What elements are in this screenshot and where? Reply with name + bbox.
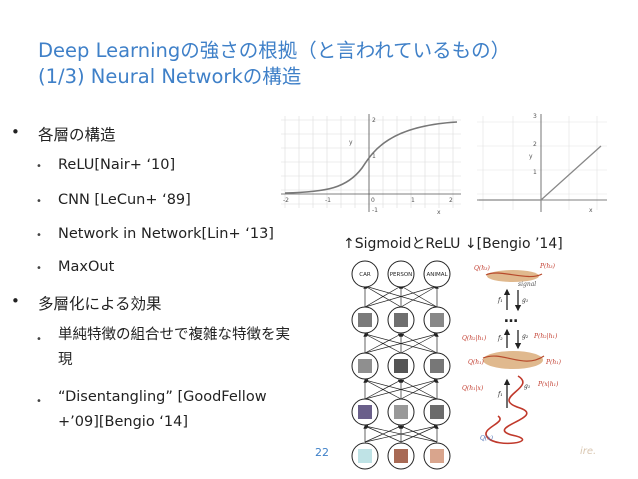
sigmoid-graph: -2 -1 0 1 2 2 1 -1 y x bbox=[277, 108, 463, 218]
label-q-x: Q(x) bbox=[480, 435, 494, 442]
sigmoid-xtick: 0 bbox=[371, 197, 375, 204]
label-p-h3: P(h₃) bbox=[539, 263, 556, 270]
bullet-multilayer: 多層化による効果 bbox=[11, 292, 161, 314]
page-number: 22 bbox=[315, 446, 329, 459]
label-g2: g₂ bbox=[522, 333, 529, 340]
sigmoid-ylabel: y bbox=[349, 139, 353, 146]
label-q-h2-h1: Q(h₂|h₁) bbox=[462, 335, 487, 342]
sigmoid-xlabel: x bbox=[437, 209, 441, 216]
bullet-nin: Network in Network[Lin+ ‘13] bbox=[36, 226, 274, 242]
relu-graph: 3 2 1 y x bbox=[471, 108, 611, 218]
label-g1: g₁ bbox=[522, 297, 528, 304]
label-q-h3: Q(h₃) bbox=[474, 265, 491, 272]
sigmoid-ytick: -1 bbox=[372, 207, 378, 214]
watermark-text: ire. bbox=[580, 446, 597, 457]
label-q-h1-x: Q(h₁|x) bbox=[462, 385, 484, 392]
label-f1: f₁ bbox=[497, 297, 503, 304]
sigmoid-xtick: -2 bbox=[283, 197, 289, 204]
net-output-label: ANIMAL bbox=[426, 272, 448, 278]
label-f3: f₁ bbox=[497, 391, 503, 398]
sigmoid-ytick: 2 bbox=[372, 117, 376, 124]
sigmoid-ytick: 1 bbox=[372, 153, 376, 160]
sigmoid-xtick: 2 bbox=[449, 197, 453, 204]
figure-caption: ↑SigmoidとReLU ↓[Bengio ’14] bbox=[343, 236, 563, 252]
relu-ytick: 1 bbox=[533, 169, 537, 176]
bullet-disentangling: “Disentangling” [GoodFellow +’09][Bengio… bbox=[36, 385, 298, 435]
label-signal: signal bbox=[518, 281, 536, 288]
bullet-layer-structure: 各層の構造 bbox=[11, 123, 115, 145]
net-output-label: CAR bbox=[359, 272, 371, 278]
bullet-maxout: MaxOut bbox=[36, 259, 114, 275]
relu-ylabel: y bbox=[529, 153, 533, 160]
label-q-h1: Q(h₁) bbox=[468, 359, 485, 366]
sigmoid-xtick: -1 bbox=[325, 197, 331, 204]
label-g3: g₁ bbox=[524, 383, 530, 390]
prob-ellipsis: … bbox=[504, 310, 518, 326]
bullet-feature-combination: 単純特徴の組合せで複雑な特徴を実現 bbox=[36, 323, 298, 373]
bullet-relu: ReLU[Nair+ ‘10] bbox=[36, 157, 175, 173]
relu-ytick: 2 bbox=[533, 141, 537, 148]
probability-diagram: … Q(h₃) P(h₃) signal f₁ g₁ Q(h₂|h₁) P(h₂… bbox=[462, 263, 562, 445]
net-output-label: PERSON bbox=[390, 272, 413, 278]
network-diagram: CAR PERSON ANIMAL bbox=[351, 260, 451, 470]
slide-title: Deep Learningの強さの根拠（と言われているもの） (1/3) Neu… bbox=[38, 38, 628, 90]
label-p-x-h1: P(x|h₁) bbox=[537, 381, 559, 388]
label-p-h2-h1: P(h₂|h₁) bbox=[533, 333, 558, 340]
relu-ytick: 3 bbox=[533, 113, 537, 120]
relu-xlabel: x bbox=[589, 207, 593, 214]
slide-title-line2: (1/3) Neural Networkの構造 bbox=[38, 65, 302, 88]
slide-title-line1: Deep Learningの強さの根拠（と言われているもの） bbox=[38, 39, 511, 62]
sigmoid-xtick: 1 bbox=[411, 197, 415, 204]
bullet-cnn: CNN [LeCun+ ‘89] bbox=[36, 192, 191, 208]
label-f2: f₂ bbox=[497, 335, 503, 342]
label-p-h1: P(h₁) bbox=[545, 359, 562, 366]
